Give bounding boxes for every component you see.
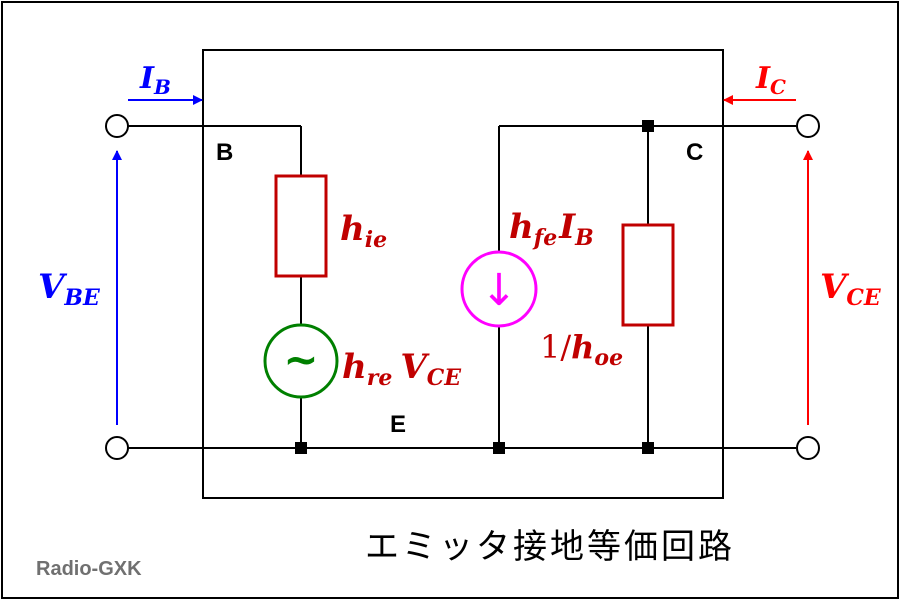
junction-dot (642, 120, 654, 132)
junction-dot (642, 442, 654, 454)
hoe-resistor (621, 223, 675, 327)
current-source (460, 250, 538, 328)
emitter-node-label: E (390, 411, 406, 438)
voltage-source (263, 323, 339, 399)
transistor-boundary-box (202, 49, 724, 499)
down-arrow-icon: ↓ (481, 265, 518, 316)
collector-node-label: C (686, 139, 703, 166)
credit-text: Radio-GXK (36, 558, 142, 580)
hoe-label: 1/hoe (540, 328, 623, 371)
hie-resistor (274, 174, 328, 278)
vce-label: VCE (820, 267, 882, 311)
emitter-output-terminal (796, 436, 820, 460)
collector-terminal (796, 114, 820, 138)
emitter-input-terminal (105, 436, 129, 460)
hfe-ib-label: hfeIB (509, 207, 594, 251)
terminals (105, 114, 820, 460)
ac-wave-icon: ~ (283, 335, 318, 384)
base-terminal (105, 114, 129, 138)
diagram-title: エミッタ接地等価回路 (365, 527, 735, 567)
junction-dots (295, 120, 654, 454)
hie-label: hie (340, 209, 387, 253)
junction-dot (295, 442, 307, 454)
collector-current-label: IC (755, 61, 786, 99)
junction-dot (493, 442, 505, 454)
vbe-label: VBE (38, 267, 101, 311)
circuit-wires (128, 125, 796, 449)
base-current-label: IB (139, 61, 171, 99)
base-node-label: B (216, 139, 233, 166)
